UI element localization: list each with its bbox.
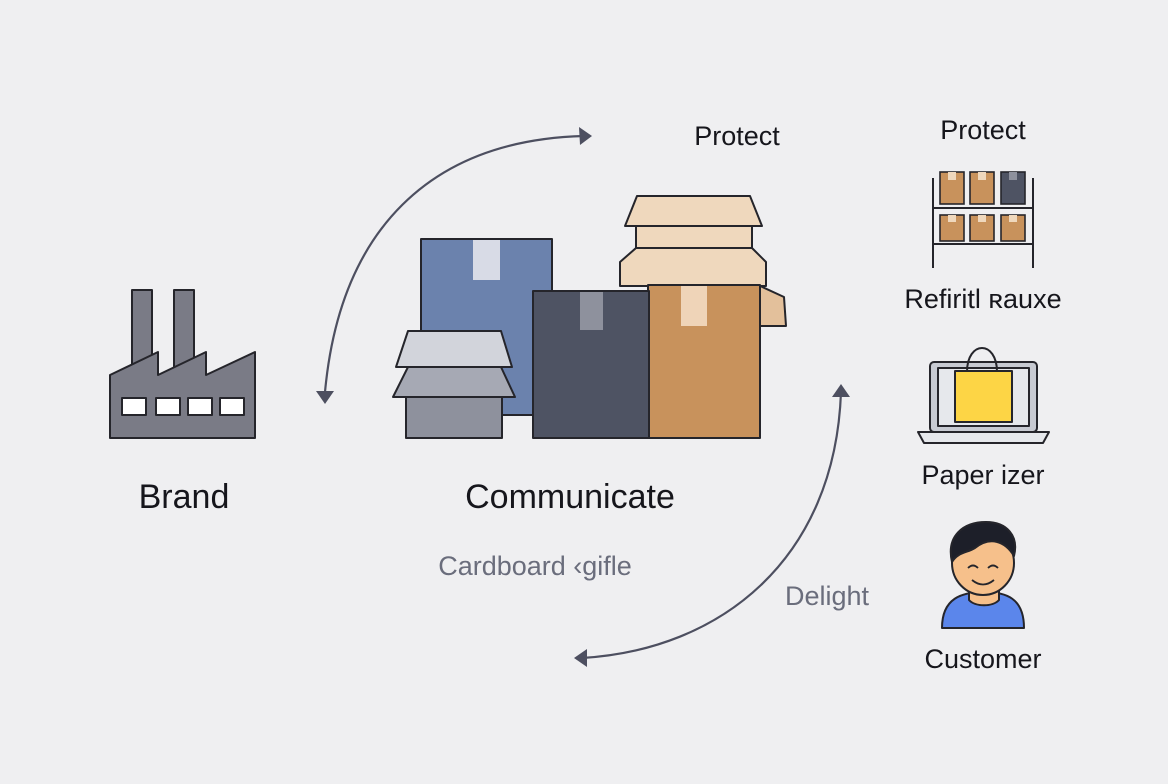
arrow-top-curve [323, 134, 586, 394]
label-cardboard: Cardboard ‹gifle [438, 551, 632, 581]
label-communicate: Communicate [465, 478, 675, 516]
customer-avatar-icon [941, 521, 1025, 629]
arrow-bottom-curve [580, 390, 843, 660]
arrowhead-up-icon [832, 384, 850, 397]
laptop-shopping-bag-icon [917, 347, 1050, 444]
factory-icon [109, 289, 256, 439]
shopping-bag-icon [954, 370, 1013, 423]
label-delight: Delight [784, 581, 870, 611]
label-customer: Customer [924, 644, 1042, 674]
label-brand: Brand [138, 478, 230, 516]
cream-box [635, 225, 753, 249]
arrowheads [316, 127, 850, 667]
gray-box [395, 330, 513, 368]
arrowhead-right-icon [579, 127, 592, 145]
cream-box-flaps [624, 195, 763, 227]
label-refill: Refiritl ʀauxe [904, 284, 1062, 314]
arrowhead-down-icon [316, 391, 334, 404]
stacked-boxes-icon [392, 195, 787, 439]
label-paper: Paper izer [921, 460, 1045, 490]
label-protect-top: Protect [694, 121, 780, 151]
warehouse-shelf-icon [932, 171, 1034, 268]
label-protect-right: Protect [940, 115, 1026, 145]
arrowhead-left-icon [574, 649, 587, 667]
cycle-arrows [323, 134, 843, 660]
